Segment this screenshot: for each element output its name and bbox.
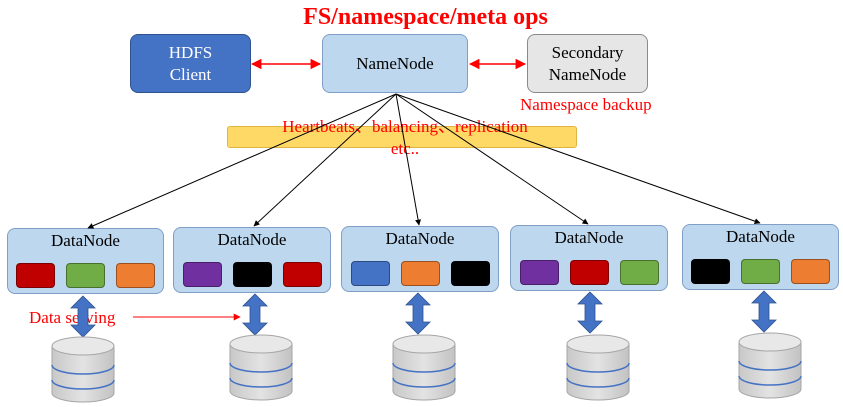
hdfs-client-label-line2: Client — [169, 64, 212, 84]
datanode-1: DataNode — [7, 228, 164, 294]
datanode-2-block-1 — [183, 262, 222, 287]
datanode-1-block-3 — [116, 263, 155, 288]
datanode-5: DataNode — [682, 224, 839, 290]
datanode-4-block-2 — [570, 260, 609, 285]
hdfs-client-box: HDFS Client — [130, 34, 251, 93]
heartbeat-label-line1: Heartbeats、balancing、replication — [282, 117, 528, 136]
datanode-4: DataNode — [510, 225, 668, 291]
datanode-3-block-3 — [451, 261, 490, 286]
datanode-1-block-1 — [16, 263, 55, 288]
heartbeat-label: Heartbeats、balancing、replication etc.. — [240, 116, 570, 160]
datanode-label: DataNode — [217, 230, 287, 249]
datanode-3: DataNode — [341, 226, 499, 292]
datanode-label: DataNode — [554, 228, 624, 247]
data-serving-label: Data serving — [29, 308, 116, 327]
datanode-label: DataNode — [51, 231, 120, 250]
hdfs-client-label-line1: HDFS — [168, 42, 213, 62]
disk-5 — [738, 332, 802, 399]
namenode-datanode-2-arrow — [253, 93, 397, 227]
double-arrow-5 — [751, 290, 777, 333]
namenode-label: NameNode — [356, 53, 434, 73]
namespace-backup-label: Namespace backup — [520, 95, 652, 114]
datanode-4-block-1 — [520, 260, 559, 285]
datanode-2: DataNode — [173, 227, 331, 293]
datanode-1-block-2 — [66, 263, 105, 288]
secondary-namenode-box: Secondary NameNode — [527, 34, 648, 93]
datanode-4-block-3 — [620, 260, 659, 285]
namenode-box: NameNode — [322, 34, 468, 93]
disk-3 — [392, 334, 456, 401]
datanode-5-block-1 — [691, 259, 730, 284]
datanode-label: DataNode — [385, 229, 455, 248]
namenode-datanode-1-arrow — [87, 93, 397, 229]
secondary-label-line2: NameNode — [548, 64, 627, 84]
datanode-2-block-3 — [283, 262, 322, 287]
datanode-5-block-2 — [741, 259, 780, 284]
datanode-3-block-1 — [351, 261, 390, 286]
disk-4 — [566, 334, 630, 401]
double-arrow-2 — [242, 293, 268, 336]
disk-2 — [229, 334, 293, 401]
double-arrow-3 — [405, 292, 431, 335]
diagram-title: FS/namespace/meta ops — [303, 4, 548, 30]
double-arrow-4 — [577, 291, 603, 334]
secondary-label-line1: Secondary — [551, 42, 624, 62]
datanode-2-block-2 — [233, 262, 272, 287]
disk-1 — [51, 336, 115, 403]
datanode-5-block-3 — [791, 259, 830, 284]
datanode-3-block-2 — [401, 261, 440, 286]
datanode-label: DataNode — [726, 227, 795, 246]
heartbeat-label-line2: etc.. — [390, 139, 420, 158]
